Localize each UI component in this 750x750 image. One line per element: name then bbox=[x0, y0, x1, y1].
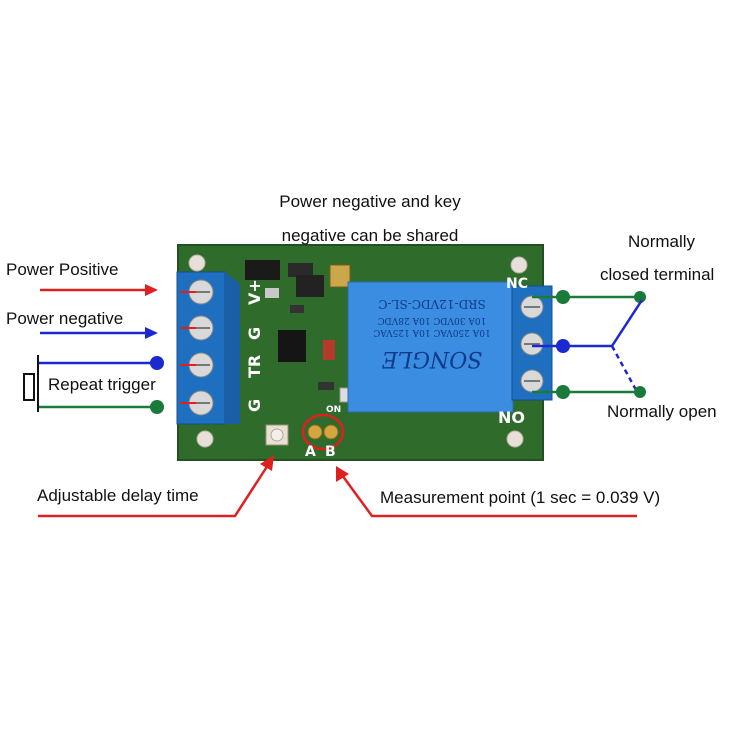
smd-resistor bbox=[290, 305, 304, 313]
power-negative-arrowhead bbox=[145, 327, 158, 339]
test-point-label-a: A bbox=[305, 444, 316, 460]
com-switch-arm bbox=[610, 299, 644, 347]
delay-callout-line bbox=[38, 464, 270, 518]
terminal-block-left-side bbox=[225, 272, 240, 424]
test-point-b bbox=[323, 424, 339, 440]
resistor-red bbox=[323, 340, 335, 360]
pin-label-vplus: V+ bbox=[245, 279, 264, 305]
ic-chip bbox=[278, 330, 306, 362]
trigger-switch bbox=[23, 373, 35, 401]
mounting-hole bbox=[188, 254, 206, 272]
transistor bbox=[296, 275, 324, 297]
nc-node-left bbox=[556, 290, 570, 304]
com-node bbox=[556, 339, 570, 353]
pin-label-g2: G bbox=[245, 399, 264, 412]
normally-closed-label-line2: closed terminal bbox=[600, 265, 715, 284]
mounting-hole bbox=[196, 430, 214, 448]
relay-body bbox=[347, 281, 514, 413]
adjustable-delay-label: Adjustable delay time bbox=[37, 486, 199, 505]
pin-label-tr: TR bbox=[245, 355, 264, 378]
mounting-hole bbox=[506, 430, 524, 448]
trigger-node-blue bbox=[150, 356, 164, 370]
measurement-callout-arrowhead bbox=[336, 466, 349, 482]
relay-terminal-no: NO bbox=[498, 408, 525, 427]
relay-rating-1: 10A 250VAC 10A 125VAC bbox=[373, 327, 491, 337]
power-negative-label: Power negative bbox=[6, 309, 124, 328]
mounting-hole bbox=[510, 256, 528, 274]
smd-resistor bbox=[318, 382, 334, 390]
measurement-callout-line bbox=[340, 474, 637, 518]
potentiometer-knob bbox=[270, 428, 284, 442]
shared-negative-note-line1: Power negative and key bbox=[279, 192, 461, 211]
no-switch-dashed bbox=[610, 345, 638, 391]
nc-node-right bbox=[634, 291, 646, 303]
no-node-left bbox=[556, 385, 570, 399]
pin-label-g1: G bbox=[245, 327, 264, 340]
switch-on-label: ON bbox=[326, 405, 341, 415]
terminal-screws-right bbox=[520, 295, 544, 393]
no-node-right bbox=[634, 386, 646, 398]
smd-led bbox=[265, 288, 279, 298]
shared-negative-note: Power negative and key negative can be s… bbox=[250, 185, 490, 253]
delay-callout-arrowhead bbox=[260, 455, 274, 471]
measurement-circle bbox=[301, 413, 345, 451]
shared-negative-note-line2: negative can be shared bbox=[281, 226, 459, 245]
measurement-point-label: Measurement point (1 sec = 0.039 V) bbox=[380, 488, 661, 507]
power-positive-label: Power Positive bbox=[6, 260, 119, 279]
test-point-label-b: B bbox=[325, 444, 336, 460]
normally-open-label: Normally open bbox=[607, 402, 717, 421]
smd-chip bbox=[288, 263, 313, 277]
power-positive-arrowhead bbox=[145, 284, 158, 296]
smd-chip bbox=[245, 260, 280, 280]
terminal-screws-left bbox=[188, 279, 214, 416]
trigger-node-green bbox=[150, 400, 164, 414]
relay-model: SRD-12VDC-SL-C bbox=[378, 297, 485, 311]
repeat-trigger-label: Repeat trigger bbox=[48, 375, 156, 395]
relay-terminal-nc: NC bbox=[506, 276, 528, 292]
normally-closed-label-line1: Normally bbox=[628, 232, 696, 251]
test-point-a bbox=[307, 424, 323, 440]
capacitor bbox=[329, 264, 351, 288]
relay-rating-2: 10A 30VDC 10A 28VDC bbox=[378, 315, 487, 325]
relay-brand: SONGLE bbox=[382, 346, 483, 371]
